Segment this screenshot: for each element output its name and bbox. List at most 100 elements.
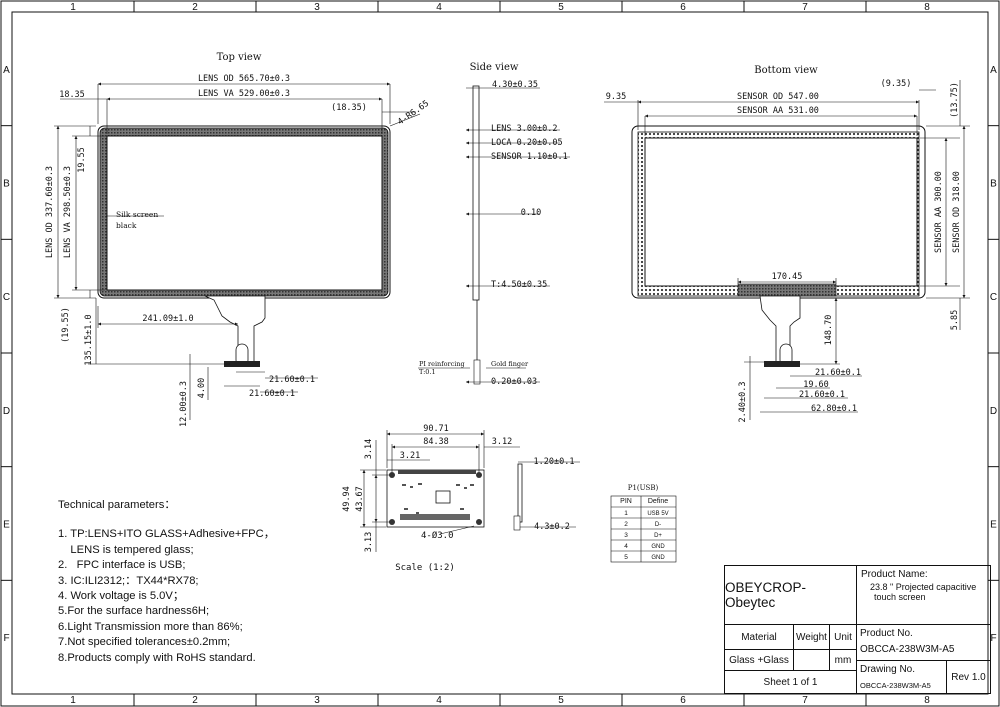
- sheet-label: Sheet 1 of 1: [725, 670, 856, 693]
- sensor-active-area: [644, 137, 918, 287]
- zone-col-label: 3: [314, 2, 320, 13]
- bottom-view: Bottom view: [604, 65, 970, 422]
- zone-row-label: C: [3, 292, 10, 303]
- pin-define: D+: [654, 533, 662, 539]
- company-name: OBEYCROP-Obeytec: [725, 580, 807, 610]
- tech-line: LENS is tempered glass;: [58, 543, 194, 556]
- zone-col-label: 7: [802, 2, 808, 13]
- zone-col-label: 2: [192, 2, 198, 13]
- zone-col-label: 1: [70, 695, 76, 706]
- dim-fpc-offset: 241.09±1.0: [142, 314, 193, 324]
- dim-side-finger: 0.20±0.03: [491, 377, 537, 387]
- zone-row-label: B: [3, 179, 10, 190]
- dim-bottom-fpc-length: 148.70: [824, 315, 834, 346]
- dim-bottom-w4: 62.80±0.1: [811, 404, 857, 414]
- dim-lens-va-height: LENS VA 298.50±0.3: [63, 166, 73, 258]
- dim-side-t-total: T:4.50±0.35: [491, 280, 547, 290]
- zone-col-label: 4: [436, 2, 442, 13]
- tech-line: 4. Work voltage is 5.0V；: [58, 590, 185, 603]
- lens-view-area: [106, 135, 383, 291]
- zone-col-label: 3: [314, 695, 320, 706]
- dim-bottom-top-margin: (13.75): [950, 82, 960, 118]
- pin-number: 3: [624, 532, 628, 539]
- material-value: Glass +Glass: [725, 649, 793, 670]
- zone-row-label: C: [990, 292, 997, 303]
- silk-screen-color: black: [116, 221, 137, 230]
- weight-label: Weight: [793, 624, 829, 649]
- tech-line: 2. FPC interface is USB;: [58, 559, 186, 572]
- top-gold-finger: [224, 361, 260, 367]
- pin-define: USB 5V: [647, 511, 668, 517]
- top-view: Top view: [45, 52, 431, 427]
- tech-line: 3. IC:ILI2312;：TX44*RX78;: [58, 574, 199, 587]
- pin-number: 4: [624, 543, 628, 550]
- zone-row-label: B: [990, 179, 997, 190]
- pcb-hole: [476, 519, 482, 525]
- zone-col-label: 8: [924, 695, 930, 706]
- dim-bottom-left-margin: 9.35: [606, 92, 626, 102]
- dim-pcb-w-right: 3.12: [492, 437, 512, 447]
- dim-corner-radius: 4-R6.65: [396, 99, 431, 128]
- pcb-hole: [389, 519, 395, 525]
- dim-bottom-bottom-margin: 5.85: [950, 310, 960, 330]
- dim-bottom-w3: 21.60±0.1: [799, 390, 845, 400]
- dim-pcb-w-inner: 84.38: [423, 437, 449, 447]
- zone-row-label: E: [990, 520, 997, 531]
- top-fpc: [204, 295, 266, 365]
- drawing-no-label: Drawing No.: [860, 664, 916, 675]
- dim-pcb-thick: 1.20±0.1: [534, 457, 575, 467]
- dim-fpc-h1: 4.00: [197, 378, 207, 398]
- dim-pcb-h-inner: 43.67: [355, 486, 365, 512]
- dim-fpc-width-a: 21.60±0.1: [269, 375, 315, 385]
- pcb-ic: [435, 490, 451, 504]
- revision: Rev 1.0: [946, 660, 990, 693]
- pcb-edge-tail: [513, 515, 521, 531]
- product-name-line1: 23.8 " Projected capacitive: [870, 582, 977, 592]
- product-no-label: Product No.: [860, 628, 913, 639]
- zone-col-label: 6: [680, 695, 686, 706]
- dim-pcb-h-top: 3.14: [364, 439, 374, 459]
- pcb-edge-view: [517, 463, 523, 523]
- dim-sensor-aa-height: SENSOR AA 300.00: [934, 171, 944, 253]
- dim-side-lens: LENS 3.00±0.2: [491, 124, 558, 134]
- technical-parameters: Technical parameters： 1. TP:LENS+ITO GLA…: [58, 498, 388, 666]
- dim-lens-od-height: LENS OD 337.60±0.3: [45, 166, 55, 258]
- bottom-gold-finger: [764, 361, 800, 367]
- tech-title: Technical parameters：: [58, 499, 176, 511]
- material-label: Material: [725, 624, 793, 649]
- zone-row-label: D: [990, 406, 997, 417]
- pin-number: 1: [624, 510, 628, 517]
- pcb-hole: [476, 472, 482, 478]
- zone-col-label: 5: [558, 2, 564, 13]
- zone-row-label: D: [3, 406, 10, 417]
- dim-sensor-aa: SENSOR AA 531.00: [737, 106, 819, 116]
- zone-col-label: 4: [436, 695, 442, 706]
- dim-pcb-w-total: 90.71: [423, 424, 449, 434]
- pin-header-define: Define: [648, 498, 668, 505]
- dim-bottom-h1: 2.40±0.3: [738, 382, 748, 423]
- pcb-scale: Scale (1:2): [395, 563, 455, 573]
- dim-pcb-h-total: 49.94: [342, 486, 352, 512]
- silk-screen-label: Silk screen: [116, 210, 158, 219]
- dim-fpc-length: 135.15±1.0: [84, 314, 94, 365]
- tech-line: 5.For the surface hardness6H;: [58, 605, 210, 618]
- pi-reinforcing-thickness: T:0.1: [419, 368, 436, 376]
- pin-table-caption: P1(USB): [628, 484, 659, 492]
- zone-row-label: A: [3, 65, 10, 76]
- dim-bottom-right-margin: (9.35): [881, 79, 912, 89]
- zone-row-label: E: [3, 520, 10, 531]
- dim-side-loca: LOCA 0.20±0.05: [491, 138, 563, 148]
- side-view-title: Side view: [470, 62, 519, 73]
- controller-pcb: 90.71 84.38 3.12 3.21 3.14 49.94 43.67 3…: [342, 424, 580, 573]
- dim-lens-od: LENS OD 565.70±0.3: [198, 74, 290, 84]
- pin-header-pin: PIN: [620, 498, 632, 505]
- dim-bottom-margin: (19.55): [61, 307, 71, 343]
- tech-line: 6.Light Transmission more than 86%;: [58, 620, 243, 633]
- gold-finger-label: Gold finger: [491, 360, 529, 368]
- pin-number: 5: [624, 554, 628, 561]
- zone-col-label: 2: [192, 695, 198, 706]
